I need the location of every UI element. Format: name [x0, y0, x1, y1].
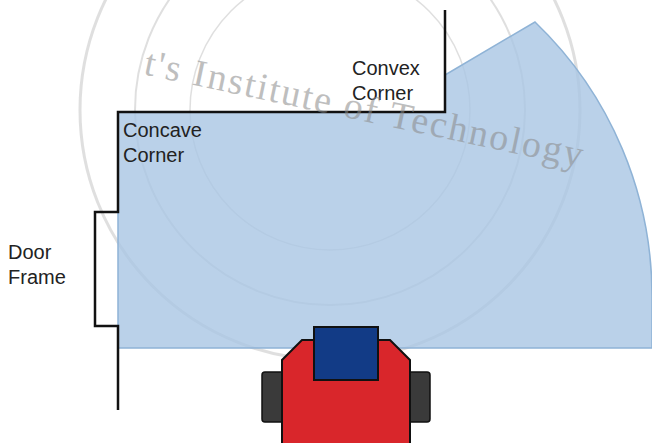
wheel — [408, 372, 430, 422]
corner-label: Concave Corner — [123, 118, 233, 168]
robot-sensor — [314, 327, 378, 380]
wheel — [262, 372, 284, 422]
door-frame-label: Door Frame — [8, 240, 90, 290]
sensor-field — [118, 22, 652, 348]
